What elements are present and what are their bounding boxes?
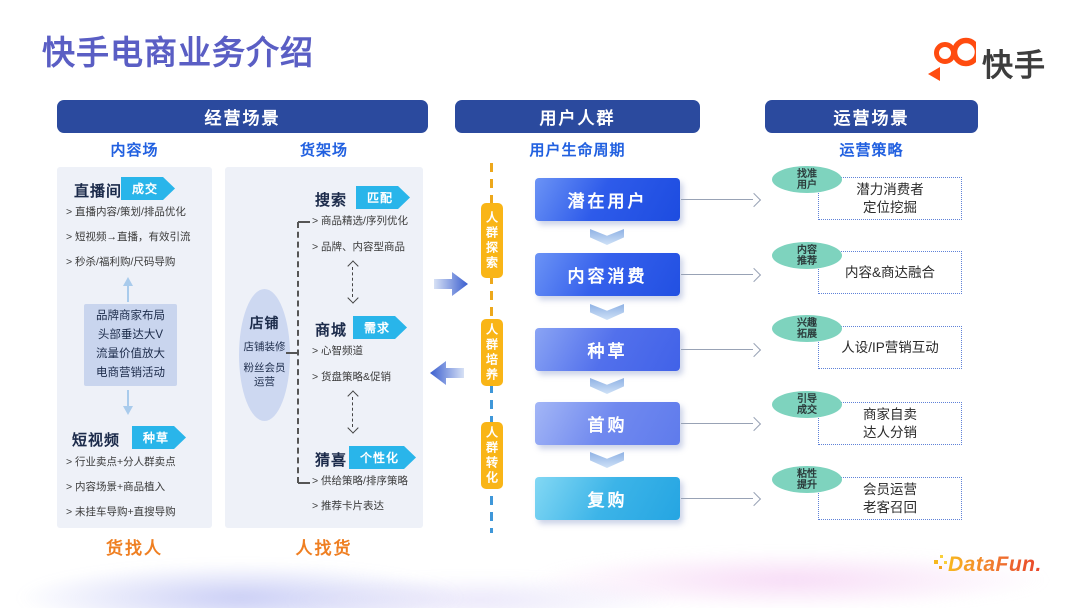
connector-arrowhead-icon — [746, 491, 762, 507]
label-content-field: 内容场 — [110, 142, 159, 159]
group-title-search: 搜索 — [315, 192, 348, 209]
stage-chevron-icon — [590, 452, 624, 468]
connector-arrowhead-icon — [746, 342, 762, 358]
brand-merchant-box: 品牌商家布局 头部垂达大V 流量价值放大 电商营销活动 — [84, 304, 177, 386]
connector-line — [681, 423, 753, 424]
phase-pill-explore: 人群探索 — [481, 203, 503, 278]
dashed-hook-shop — [286, 352, 298, 354]
stage-chevron-icon — [590, 304, 624, 320]
datafun-pixel-icon — [934, 560, 938, 564]
connector-line — [681, 199, 753, 200]
header-user-groups: 用户人群 — [455, 100, 700, 133]
tag-demand: 需求 — [353, 316, 407, 339]
strategy-ellipse: 引导 成交 — [772, 391, 842, 418]
arrow-up-icon — [122, 277, 133, 302]
bullet: > 未挂车导购+直搜导购 — [66, 506, 176, 518]
tag-match: 匹配 — [356, 186, 410, 209]
chevron-down-icon — [347, 422, 359, 434]
footer-wave-pink — [430, 540, 1080, 608]
kuaishou-logo: 快手 — [926, 36, 1046, 88]
chevron-down-icon — [347, 292, 359, 304]
tag-seeding: 种草 — [132, 426, 186, 449]
page-title: 快手电商业务介绍 — [42, 34, 314, 71]
connector-line — [681, 498, 753, 499]
connector-line — [681, 349, 753, 350]
bullet: > 推荐卡片表达 — [312, 500, 385, 512]
chevron-up-icon — [347, 390, 359, 402]
label-people-find-goods: 人找货 — [295, 539, 353, 558]
flow-arrow-left-icon — [430, 360, 464, 391]
kuaishou-camera-icon — [926, 36, 981, 88]
dashed-shaft — [352, 267, 353, 297]
stage-chevron-icon — [590, 229, 624, 245]
header-operating-scenarios: 经营场景 — [57, 100, 428, 133]
dashed-hook-top — [298, 221, 310, 223]
bullet: > 心智频道 — [312, 345, 364, 357]
arrow-down-icon — [122, 390, 133, 415]
double-arrow-icon — [347, 260, 359, 304]
strategy-box: 人设/IP营销互动 — [818, 326, 962, 369]
connector-arrowhead-icon — [746, 192, 762, 208]
shop-line: 店铺装修 — [243, 341, 286, 353]
phase-pill-convert: 人群转化 — [481, 422, 503, 489]
bullet: > 行业卖点+分人群卖点 — [66, 456, 176, 468]
stage-content-consumption: 内容消费 — [535, 253, 680, 296]
label-operation-strategy: 运营策略 — [839, 142, 904, 159]
stage-first-purchase: 首购 — [535, 402, 680, 445]
datafun-logo-text: DataFun. — [948, 553, 1042, 576]
strategy-ellipse: 找准 用户 — [772, 166, 842, 193]
tag-deal: 成交 — [121, 177, 175, 200]
group-title-mall: 商城 — [315, 322, 348, 339]
flow-arrow-right-icon — [434, 271, 468, 302]
strategy-box: 潜力消费者 定位挖掘 — [818, 177, 962, 220]
stage-potential-users: 潜在用户 — [535, 178, 680, 221]
strategy-box: 商家自卖 达人分销 — [818, 402, 962, 445]
double-arrow-icon — [347, 390, 359, 434]
kuaishou-brand-text: 快手 — [982, 47, 1046, 83]
stage-chevron-icon — [590, 378, 624, 394]
header-operation-scenarios: 运营场景 — [765, 100, 978, 133]
bullet: > 商品精选/序列优化 — [312, 215, 408, 227]
strategy-ellipse: 兴趣 拓展 — [772, 315, 842, 342]
group-title-guess-like: 猜喜 — [315, 452, 348, 469]
dashed-hook-bottom — [298, 482, 310, 484]
label-user-lifecycle: 用户生命周期 — [529, 142, 626, 159]
stage-seeding: 种草 — [535, 328, 680, 371]
shop-line: 粉丝会员 运营 — [243, 362, 286, 388]
connector-arrowhead-icon — [746, 416, 762, 432]
shop-title: 店铺 — [249, 315, 280, 331]
connector-arrowhead-icon — [746, 267, 762, 283]
footer-wave-blue — [0, 550, 550, 608]
label-shelf-field: 货架场 — [299, 142, 348, 159]
datafun-logo: DataFun. — [934, 553, 1042, 581]
bullet: > 短视频→直播，有效引流 — [66, 231, 191, 243]
bullet: > 品牌、内容型商品 — [312, 241, 406, 253]
connector-line — [681, 274, 753, 275]
bullet: > 供给策略/排序策略 — [312, 475, 408, 487]
bullet: > 秒杀/福利购/尺码导购 — [66, 256, 176, 268]
datafun-pixel-icon — [940, 555, 943, 558]
label-goods-find-people: 货找人 — [106, 539, 163, 558]
tag-personalization: 个性化 — [349, 446, 416, 469]
datafun-pixel-icon — [939, 566, 942, 569]
bullet: > 内容场景+商品植入 — [66, 481, 166, 493]
shop-ellipse: 店铺 店铺装修 粉丝会员 运营 — [239, 289, 290, 421]
dashed-spine-line — [297, 222, 299, 483]
group-title-livestream: 直播间 — [74, 183, 123, 200]
dashed-shaft — [352, 397, 353, 427]
strategy-ellipse: 内容 推荐 — [772, 242, 842, 269]
bullet: > 直播内容/策划/排品优化 — [66, 206, 186, 218]
strategy-ellipse: 粘性 提升 — [772, 466, 842, 493]
strategy-box: 会员运营 老客召回 — [818, 477, 962, 520]
chevron-up-icon — [347, 260, 359, 272]
phase-pill-nurture: 人群培养 — [481, 319, 503, 386]
bullet: > 货盘策略&促销 — [312, 371, 392, 383]
stage-repurchase: 复购 — [535, 477, 680, 520]
strategy-box: 内容&商达融合 — [818, 251, 962, 294]
group-title-short-video: 短视频 — [72, 432, 121, 449]
datafun-pixel-icon — [944, 561, 947, 564]
footer-wave-lavender — [200, 565, 760, 608]
